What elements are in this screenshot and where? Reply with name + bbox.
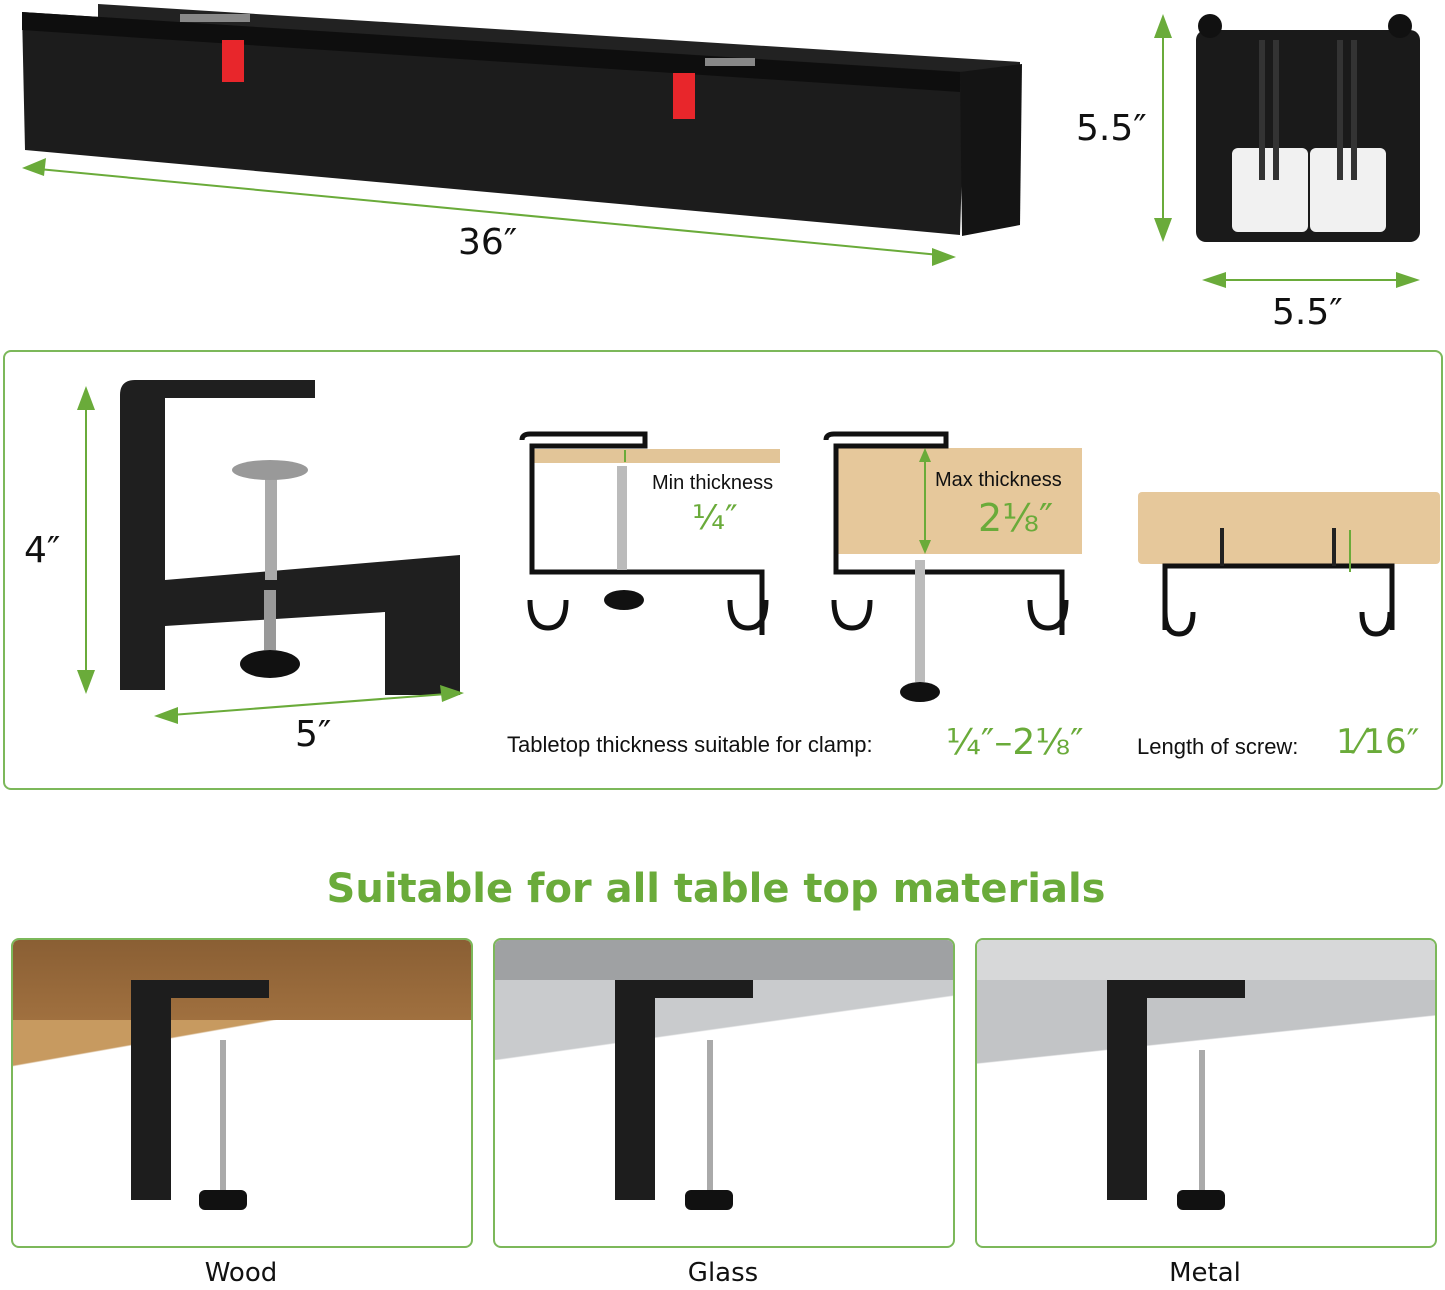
tabletop-thickness-value: ¼″–2⅛″ xyxy=(946,722,1084,763)
material-label-metal: Metal xyxy=(1169,1258,1241,1288)
clamp-icon xyxy=(131,980,171,1200)
screw-length-value: 1⁄16″ xyxy=(1336,722,1420,762)
screw-length-label: Length of screw: xyxy=(1137,734,1299,759)
material-card-glass xyxy=(493,938,955,1248)
material-label-glass: Glass xyxy=(687,1258,759,1288)
arrow-left-icon xyxy=(22,158,46,176)
min-thickness-value: ¼″ xyxy=(692,498,738,538)
cable-tray-illustration xyxy=(22,4,1420,288)
clamp-diagrams xyxy=(77,380,1440,724)
rail-clip-icon xyxy=(180,14,250,22)
arrow-right-icon xyxy=(932,248,956,266)
materials-title: Suitable for all table top materials xyxy=(326,866,1106,912)
tray-length-label: 36″ xyxy=(458,222,518,263)
max-thickness-label: Max thickness xyxy=(935,469,1062,491)
clamp-width-label: 5″ xyxy=(295,714,332,755)
clamp-icon xyxy=(615,980,655,1200)
tray-height-label: 5.5″ xyxy=(1076,108,1147,149)
max-thickness-value: 2⅛″ xyxy=(978,496,1054,540)
material-card-wood xyxy=(11,938,473,1248)
material-label-wood: Wood xyxy=(204,1258,278,1288)
material-card-metal xyxy=(975,938,1437,1248)
min-thickness-label: Min thickness xyxy=(652,472,774,494)
tray-width-label: 5.5″ xyxy=(1272,292,1343,333)
red-strap-icon xyxy=(222,40,244,82)
clamp-icon xyxy=(1107,980,1147,1200)
red-strap-icon xyxy=(673,73,695,119)
clamp-height-label: 4″ xyxy=(24,530,61,571)
tabletop-thickness-label: Tabletop thickness suitable for clamp: xyxy=(507,732,873,757)
